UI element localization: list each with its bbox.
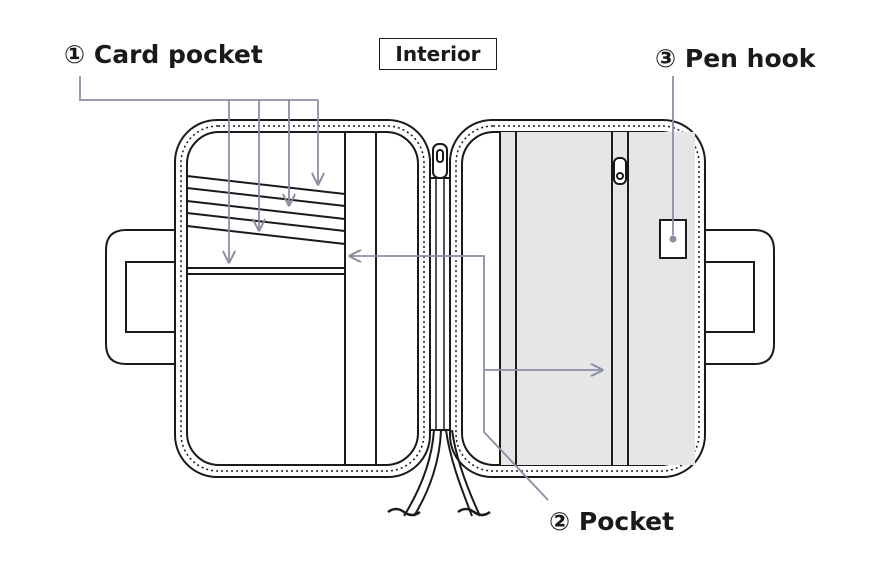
pocket-zip-pull (613, 157, 627, 185)
zip-cord-left (403, 429, 435, 517)
left-shell-stitch (180, 125, 425, 472)
right-strap-inner (704, 261, 755, 333)
left-strap-inner (125, 261, 176, 333)
callout-lines (79, 76, 674, 501)
left-strap (105, 229, 176, 365)
card-slot-2 (186, 187, 346, 207)
pocket-leader (350, 256, 549, 501)
card-slot-1 (186, 175, 346, 195)
mesh-pocket (500, 132, 695, 465)
pen-hook-rivet (669, 235, 677, 243)
card-slot-4 (186, 212, 346, 232)
main-zipper (387, 143, 491, 517)
pen-hook-label: ③ Pen hook (655, 44, 816, 73)
zip-cord-right (445, 429, 473, 517)
left-shell-outer (174, 119, 431, 478)
diagram-title: Interior (379, 38, 497, 70)
right-strap (704, 229, 775, 365)
left-shell-inner (186, 131, 419, 466)
left-panel (105, 119, 431, 478)
card-slot-3 (186, 200, 346, 220)
right-shell-stitch (455, 125, 700, 472)
card-slot-5 (186, 225, 346, 245)
right-panel (449, 119, 775, 478)
card-pocket-leader (79, 76, 318, 101)
card-pocket-label: ① Card pocket (64, 40, 263, 69)
pocket-label: ② Pocket (549, 507, 675, 536)
